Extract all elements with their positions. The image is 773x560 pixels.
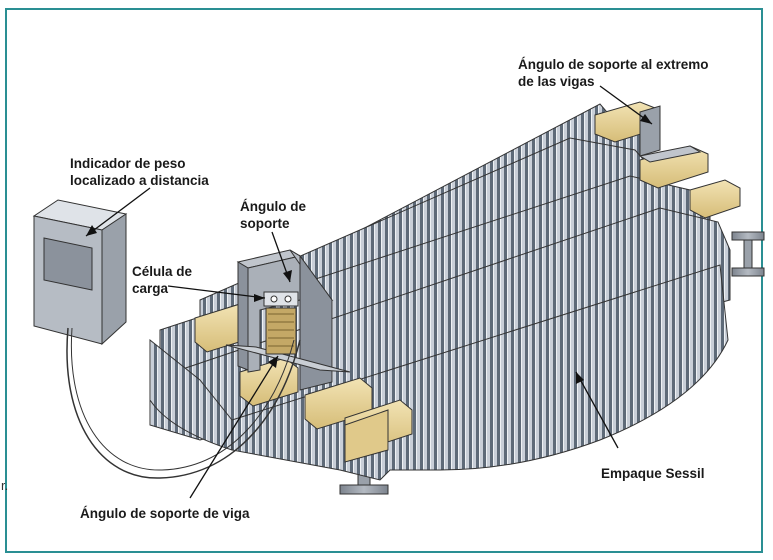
support-angle-line1: Ángulo de — [240, 199, 306, 214]
remote-indicator-label: Indicador de peso localizado a distancia — [70, 155, 209, 189]
arrowheads — [86, 114, 652, 384]
stray-text: r. — [1, 478, 9, 493]
end-angle-line2: de las vigas — [518, 74, 595, 89]
packing-label: Empaque Sessil — [601, 466, 705, 481]
end-support-angle — [638, 105, 702, 163]
end-angle-label: Ángulo de soporte al extremo de las viga… — [518, 56, 709, 90]
support-angle-line2: soporte — [240, 216, 290, 231]
figure-frame — [5, 8, 763, 553]
load-cell-line1: Célula de — [132, 264, 193, 279]
load-cell-line2: carga — [132, 281, 169, 296]
load-cell-label: Célula de carga — [132, 263, 192, 297]
remote-weight-indicator — [32, 199, 128, 346]
support-angle-label: Ángulo de soporte — [240, 198, 306, 232]
remote-indicator-line2: localizado a distancia — [70, 173, 209, 188]
load-cell — [263, 291, 299, 355]
signal-cable — [66, 327, 301, 479]
remote-indicator-line1: Indicador de peso — [70, 156, 186, 171]
end-angle-line1: Ángulo de soporte al extremo — [518, 57, 709, 72]
i-beam-right — [731, 231, 765, 277]
beam-angle-label: Ángulo de soporte de viga — [80, 506, 250, 521]
